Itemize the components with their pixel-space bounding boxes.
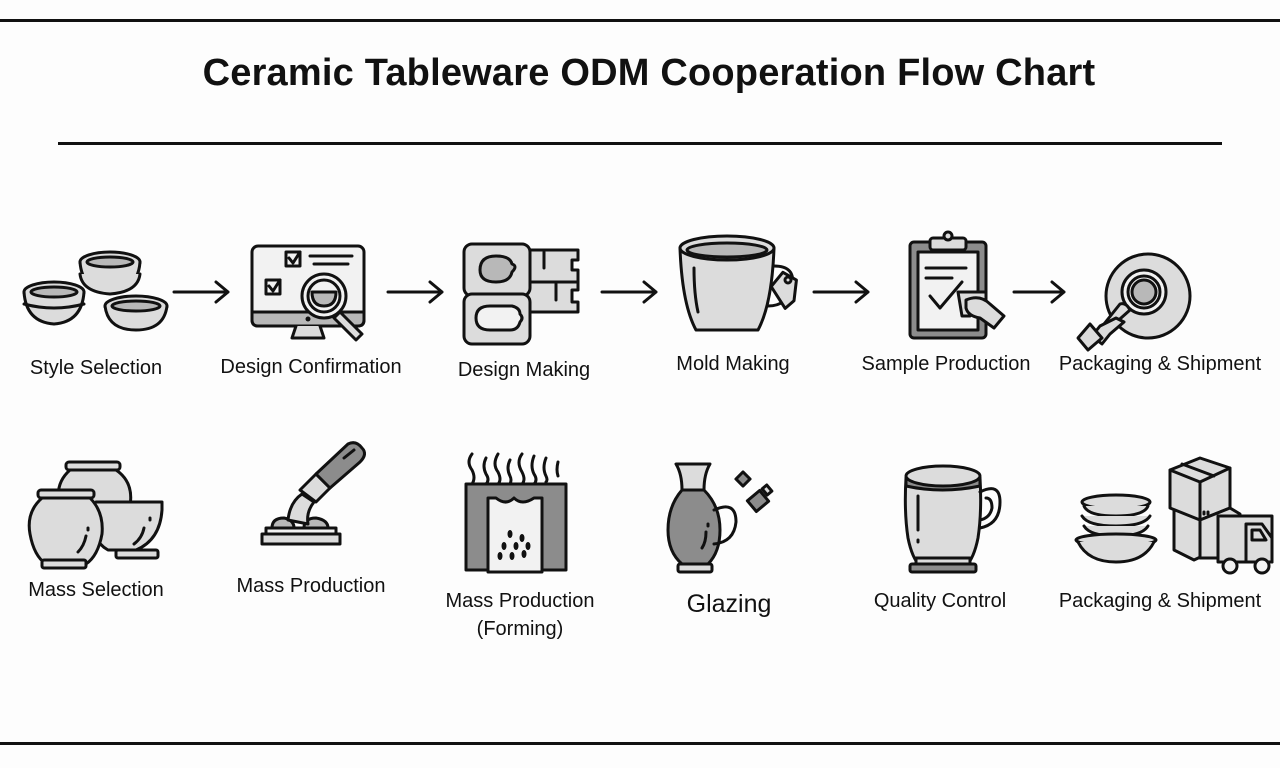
step-label: Design Confirmation [220, 356, 402, 378]
top-border-rule [0, 19, 1280, 22]
stacked-bowls-icon [22, 250, 169, 332]
monitor-magnifier-icon [250, 244, 366, 342]
arrow-right-icon [812, 280, 870, 304]
step-label: Mass Selection [28, 579, 164, 601]
step-label: Mass Production [236, 575, 386, 597]
step-label: Glazing [686, 590, 772, 618]
step-label-line1: Mass Production [445, 590, 595, 612]
step-label-line2: (Forming) [476, 618, 564, 640]
vases-bowl-icon [27, 460, 164, 570]
boxes-truck-icon [1074, 456, 1274, 575]
step-label: Design Making [457, 359, 591, 381]
step-label: Sample Production [861, 353, 1031, 375]
glaze-applicator-icon [260, 441, 367, 546]
step-label: Packaging & Shipment [1058, 353, 1262, 375]
step-label: Mass Production (Forming) [446, 587, 595, 643]
step-label: Style Selection [29, 357, 163, 379]
title-underline [58, 142, 1222, 145]
mold-plates-icon [462, 242, 580, 346]
plate-inspection-icon [1076, 252, 1192, 352]
bottom-border-rule [0, 742, 1280, 745]
mug-tag-icon [678, 234, 798, 332]
page-title: Ceramic Tableware ODM Cooperation Flow C… [202, 52, 1096, 94]
arrow-right-icon [600, 280, 658, 304]
step-label: Mold Making [676, 353, 790, 375]
step-label: Quality Control [873, 590, 1007, 612]
pitcher-spray-icon [666, 462, 774, 574]
step-label: Packaging & Shipment [1058, 590, 1262, 612]
tankard-icon [903, 464, 1002, 574]
kiln-icon [464, 452, 568, 574]
clipboard-spray-icon [908, 230, 1006, 340]
arrow-right-icon [386, 280, 444, 304]
arrow-right-icon [1012, 280, 1066, 304]
arrow-right-icon [172, 280, 230, 304]
